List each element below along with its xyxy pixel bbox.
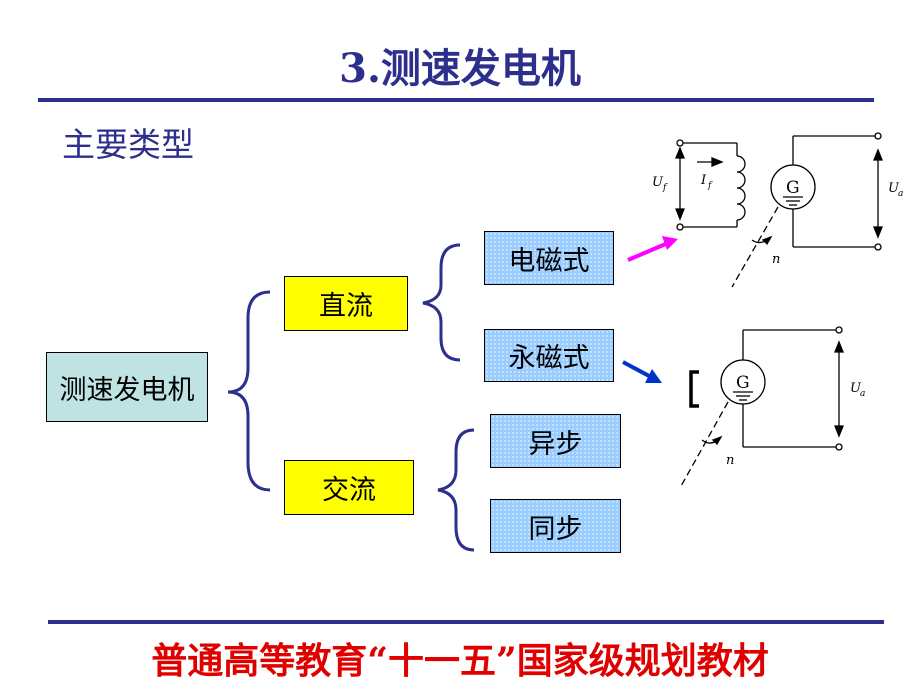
em-pointer-arrow — [627, 236, 678, 262]
root-node: 测速发电机 — [46, 352, 208, 422]
title-divider — [38, 98, 874, 102]
pm-pointer-arrow — [622, 360, 662, 383]
pm-circuit — [679, 326, 844, 489]
em-speed-label: n — [772, 252, 780, 267]
pm-speed-label: n — [726, 453, 734, 468]
ac-node: 交流 — [284, 460, 414, 515]
section-subtitle: 主要类型 — [62, 125, 194, 164]
em-field-current-label: I — [700, 173, 707, 188]
em-field-voltage-label: U — [652, 175, 664, 190]
footer-divider — [48, 620, 884, 624]
pm-magnet-bracket — [689, 370, 699, 408]
em-circuit — [675, 132, 883, 288]
ac-brace — [437, 428, 475, 552]
dc-electromagnetic-node: 电磁式 — [484, 231, 614, 285]
em-circuit-labels: U f I f G U a n — [652, 173, 903, 267]
dc-permanent-magnet-node: 永磁式 — [484, 329, 614, 382]
svg-text:f: f — [707, 181, 713, 191]
em-output-voltage-label: U — [888, 181, 900, 196]
dc-node: 直流 — [284, 276, 408, 331]
ac-synchronous-node: 同步 — [490, 499, 621, 553]
ac-asynchronous-node: 异步 — [490, 414, 621, 468]
pm-generator-label: G — [736, 373, 750, 393]
slide-title: 3.测速发电机 — [339, 45, 581, 92]
pm-output-voltage-label: U — [850, 381, 862, 396]
root-brace — [227, 290, 271, 492]
svg-text:a: a — [898, 189, 903, 199]
dc-brace — [422, 243, 461, 362]
svg-text:a: a — [860, 389, 865, 399]
svg-text:f: f — [662, 183, 668, 193]
footer-text: 普通高等教育“十一五”国家级规划教材 — [151, 640, 769, 682]
em-generator-label: G — [786, 178, 800, 198]
pm-circuit-labels: G U a n — [726, 373, 865, 468]
